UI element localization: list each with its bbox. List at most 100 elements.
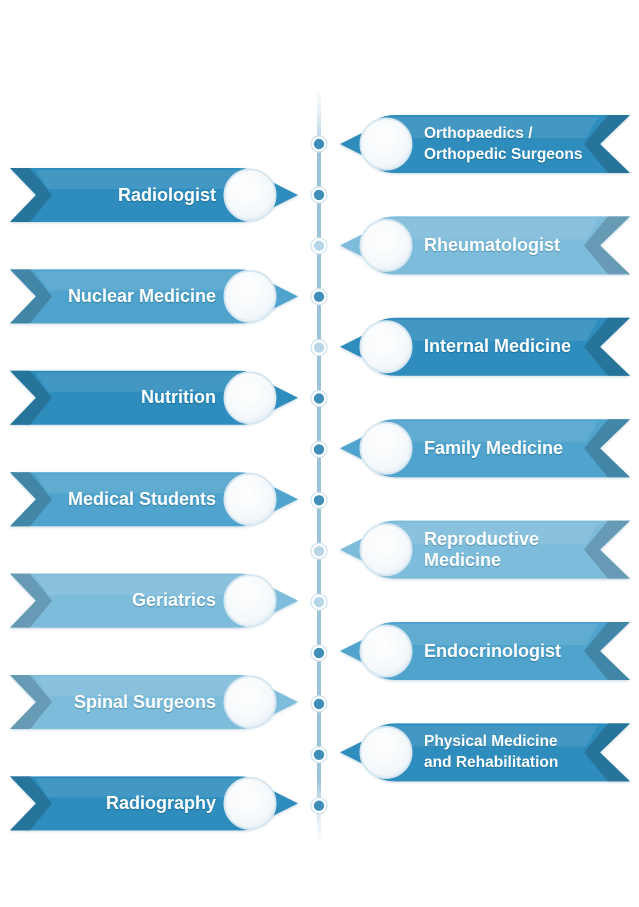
- specialty-name-line: Physical Medicine: [424, 733, 558, 751]
- ribbon-circle: [359, 523, 413, 577]
- right-ribbon: [340, 317, 630, 376]
- left-ribbon: [10, 370, 298, 425]
- right-ribbon: [340, 115, 630, 173]
- ribbon-sheen: [36, 271, 270, 291]
- specialty-name-line: Family Medicine: [424, 437, 564, 458]
- left-ribbon: [10, 168, 298, 222]
- timeline-dot: [310, 695, 328, 713]
- ribbon-sheen: [36, 372, 270, 392]
- ribbon-circle: [359, 421, 413, 475]
- left-specialty-label: Geriatrics: [36, 581, 216, 621]
- specialty-name-line: Medicine: [424, 549, 502, 570]
- ribbon-sheen: [366, 218, 598, 240]
- ribbon-tail: [584, 115, 630, 173]
- specialty-name-line: and Rehabilitation: [424, 754, 559, 772]
- timeline-dot: [310, 797, 328, 815]
- right-specialty-label: Physical Medicine and Rehabilitation: [424, 728, 619, 776]
- timeline-dot: [310, 186, 328, 204]
- timeline-dot: [310, 389, 328, 408]
- ribbon-sheen: [366, 725, 598, 747]
- ribbon-circle: [223, 269, 277, 323]
- left-specialty-label: Nutrition: [36, 378, 216, 418]
- ribbon-circle: [223, 168, 277, 222]
- specialty-name-line: Orthopedic Surgeons: [424, 146, 583, 163]
- right-ribbon: [340, 216, 630, 275]
- ribbon-body: [10, 573, 298, 628]
- ribbon-circle: [223, 776, 277, 830]
- timeline-dot: [310, 491, 328, 509]
- specialty-name-line: Reproductive: [424, 528, 540, 549]
- ribbon-circle: [359, 117, 413, 171]
- ribbon-body: [340, 419, 630, 478]
- right-ribbon: [340, 622, 630, 680]
- left-ribbon: [10, 776, 298, 831]
- timeline-dot: [310, 135, 328, 153]
- ribbon-body: [10, 269, 298, 324]
- left-ribbon: [10, 472, 298, 527]
- timeline-dot: [310, 237, 328, 255]
- ribbon-body: [10, 776, 298, 831]
- ribbon-sheen: [36, 575, 270, 595]
- timeline-axis: [317, 92, 321, 840]
- left-ribbon: [10, 269, 298, 324]
- ribbon-body: [340, 520, 630, 579]
- ribbon-body: [10, 472, 298, 527]
- specialty-name: Medical Students: [67, 488, 216, 509]
- specialty-name-line: Rheumatologist: [424, 234, 561, 255]
- ribbon-circle: [223, 574, 277, 628]
- right-ribbon: [340, 419, 630, 478]
- ribbon-tail: [584, 723, 630, 782]
- ribbon-tail: [10, 472, 52, 527]
- ribbon-tail: [10, 776, 52, 831]
- ribbon-sheen: [366, 117, 598, 138]
- left-specialty-label: Spinal Surgeons: [36, 682, 216, 722]
- specialty-name-line: Orthopaedics /: [424, 125, 533, 142]
- ribbon-sheen: [36, 474, 270, 494]
- ribbon-body: [340, 115, 630, 173]
- timeline-dot: [310, 339, 328, 357]
- left-specialty-label: Medical Students: [36, 479, 216, 519]
- ribbon-sheen: [36, 677, 270, 696]
- ribbon-tail: [10, 269, 52, 324]
- ribbon-circle: [359, 624, 413, 678]
- specialty-name: Radiologist: [118, 184, 216, 205]
- timeline-dot: [310, 746, 328, 764]
- right-specialty-label: Endocrinologist: [424, 627, 619, 675]
- ribbon-body: [340, 622, 630, 680]
- left-specialty-label: Radiologist: [36, 175, 216, 215]
- ribbon-tail: [10, 370, 52, 425]
- timeline-dot: [310, 542, 328, 560]
- ribbon-sheen: [366, 421, 598, 443]
- ribbon-circle: [223, 472, 277, 526]
- ribbon-circle: [223, 675, 277, 729]
- right-specialty-label: Orthopaedics / Orthopedic Surgeons: [424, 120, 619, 168]
- ribbon-tail: [10, 168, 52, 222]
- specialty-name: Nuclear Medicine: [67, 285, 216, 306]
- ribbon-body: [340, 317, 630, 376]
- ribbon-sheen: [36, 778, 270, 798]
- ribbon-tail: [584, 520, 630, 579]
- specialty-name-line: Endocrinologist: [424, 640, 561, 661]
- ribbon-circle: [223, 371, 277, 425]
- specialty-name: Radiography: [105, 792, 216, 813]
- ribbon-tail: [584, 419, 630, 478]
- ribbon-body: [340, 723, 630, 782]
- right-specialty-label: Rheumatologist: [424, 221, 619, 269]
- ribbon-tail: [584, 216, 630, 275]
- ribbon-sheen: [36, 170, 270, 189]
- timeline-dot: [310, 593, 328, 611]
- timeline-dot: [310, 440, 328, 458]
- right-specialty-label: Family Medicine: [424, 424, 619, 472]
- ribbon-body: [340, 216, 630, 275]
- ribbon-circle: [359, 320, 413, 374]
- ribbon-body: [10, 675, 298, 729]
- specialty-name-line: Internal Medicine: [424, 336, 572, 357]
- left-specialty-label: Radiography: [36, 783, 216, 823]
- right-ribbon: [340, 723, 630, 782]
- specialty-name: Nutrition: [141, 387, 216, 408]
- specialty-name: Geriatrics: [131, 590, 216, 611]
- ribbon-tail: [584, 622, 630, 680]
